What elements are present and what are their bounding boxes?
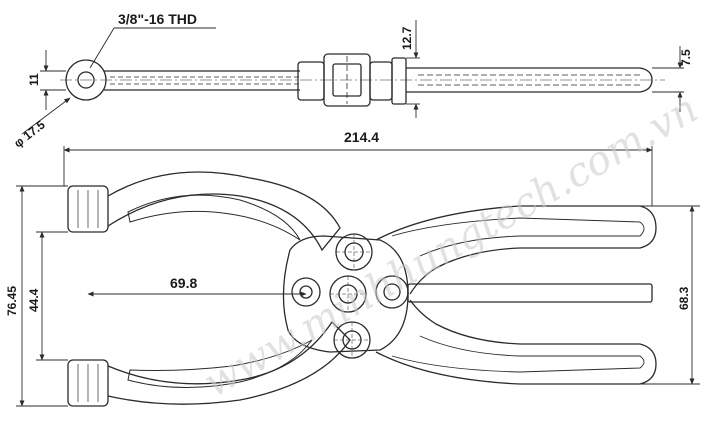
pivot-block <box>297 61 325 101</box>
watermark-text: www.minhhungtech.com.vn <box>196 86 706 407</box>
label-eye-width: 11 <box>27 73 41 86</box>
top-view <box>60 53 665 107</box>
front-view <box>67 171 657 407</box>
lower-jaw-pad <box>67 359 109 407</box>
eye-inner <box>77 71 95 89</box>
label-left-height: 76.45 <box>5 286 19 316</box>
bolt-link <box>375 275 409 309</box>
front-dimensions <box>16 146 700 407</box>
top-dimensions <box>21 20 684 135</box>
upper-handle <box>375 205 657 295</box>
label-eye-diameter: φ 17.5 <box>11 117 48 150</box>
link-rod <box>407 283 653 303</box>
label-jaw-gap: 44.4 <box>27 288 41 312</box>
upper-jaw-pad <box>67 185 109 233</box>
label-overall-length: 214.4 <box>344 129 379 145</box>
pivot-body <box>282 235 409 353</box>
label-handle-spread: 68.3 <box>677 286 691 310</box>
label-height-12-7: 12.7 <box>400 26 414 50</box>
label-reach: 69.8 <box>170 275 197 291</box>
label-thread: 3/8"-16 THD <box>118 11 197 27</box>
lower-handle <box>375 299 657 385</box>
label-tip-7-5: 7.5 <box>679 49 693 66</box>
